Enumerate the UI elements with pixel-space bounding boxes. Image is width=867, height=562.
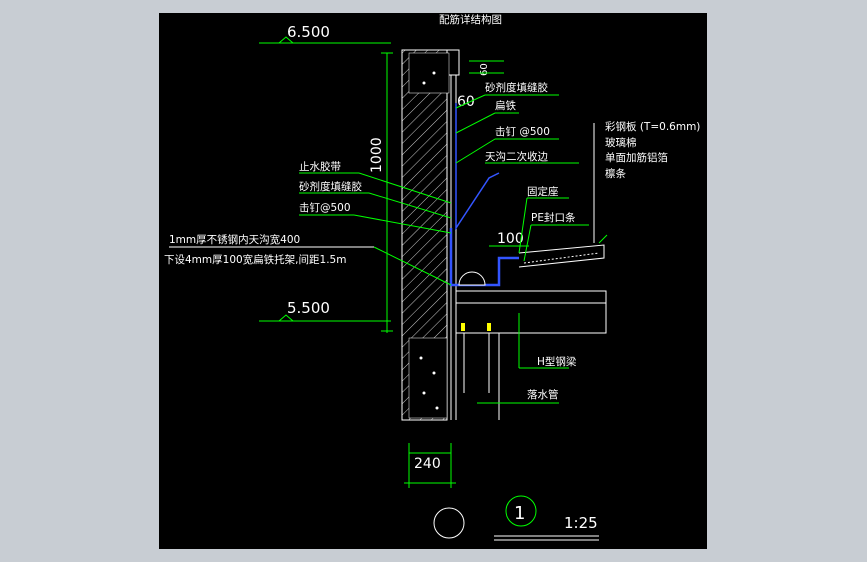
ring-dim: 60 [479, 63, 490, 76]
drawing-canvas: 配筋详结构图 6.500 5.500 1000 60 60 100 [159, 13, 707, 549]
detail-circle [433, 507, 465, 539]
gutter [449, 228, 519, 287]
right-label-sealant: 砂剂度填缝胶 [485, 81, 548, 94]
layer-label-glass-wool: 玻璃棉 [605, 136, 637, 149]
left-label-nail: 击钉@500 [299, 202, 351, 214]
level-bottom: 5.500 [287, 299, 330, 317]
layer-label-purlin: 檩条 [605, 167, 626, 180]
left-label-waterstop: 止水胶带 [299, 160, 341, 173]
layer-label-foil: 单面加筋铝箔 [605, 151, 668, 164]
right-label-nail: 击钉 @500 [495, 126, 550, 138]
right-label-pe-strip: PE封口条 [531, 211, 576, 224]
wall-dim: 240 [414, 456, 441, 472]
purlin [455, 290, 607, 304]
parapet-beam [408, 52, 450, 94]
right-label-flat-iron: 扁铁 [495, 99, 516, 112]
h-beam [455, 302, 607, 334]
roof-panel [518, 244, 605, 268]
parapet-cap [402, 49, 460, 76]
drain-outlet [458, 271, 486, 286]
left-label-group: 止水胶带 砂剂度填缝胶 击钉@500 1mm厚不锈钢内天沟宽400 下设4mm厚… [164, 160, 452, 286]
layer-label-steel: 彩钢板 (T=0.6mm) [605, 120, 700, 133]
height-dim: 1000 [369, 137, 385, 173]
offset-dim: 100 [497, 231, 524, 247]
right-label-bracket: 固定座 [527, 185, 559, 198]
concrete-block [408, 337, 448, 419]
left-label-gutter: 1mm厚不锈钢内天沟宽400 [169, 233, 300, 246]
left-label-bracket: 下设4mm厚100宽扁铁托架,间距1.5m [164, 253, 346, 266]
depth-dim: 60 [457, 94, 475, 110]
drawing-title: 配筋详结构图 [439, 13, 502, 26]
right-label-h-beam: H型钢梁 [537, 355, 577, 368]
level-top: 6.500 [287, 23, 330, 41]
layer-label-group: 彩钢板 (T=0.6mm) 玻璃棉 单面加筋铝箔 檩条 [593, 120, 700, 243]
detail-number-circle [505, 495, 537, 527]
right-label-drain: 落水管 [527, 388, 559, 401]
left-label-sealant: 砂剂度填缝胶 [299, 180, 362, 193]
right-label-flashing: 天沟二次收边 [485, 150, 548, 163]
detail-number: 1 [514, 503, 525, 524]
gutter-flashing [455, 103, 500, 231]
cad-drawing: 配筋详结构图 6.500 5.500 1000 60 60 100 [164, 13, 700, 541]
right-label-group: 砂剂度填缝胶 扁铁 击钉 @500 天沟二次收边 固定座 PE封口条 H型钢梁 … [455, 81, 589, 404]
detail-scale: 1:25 [564, 514, 598, 532]
